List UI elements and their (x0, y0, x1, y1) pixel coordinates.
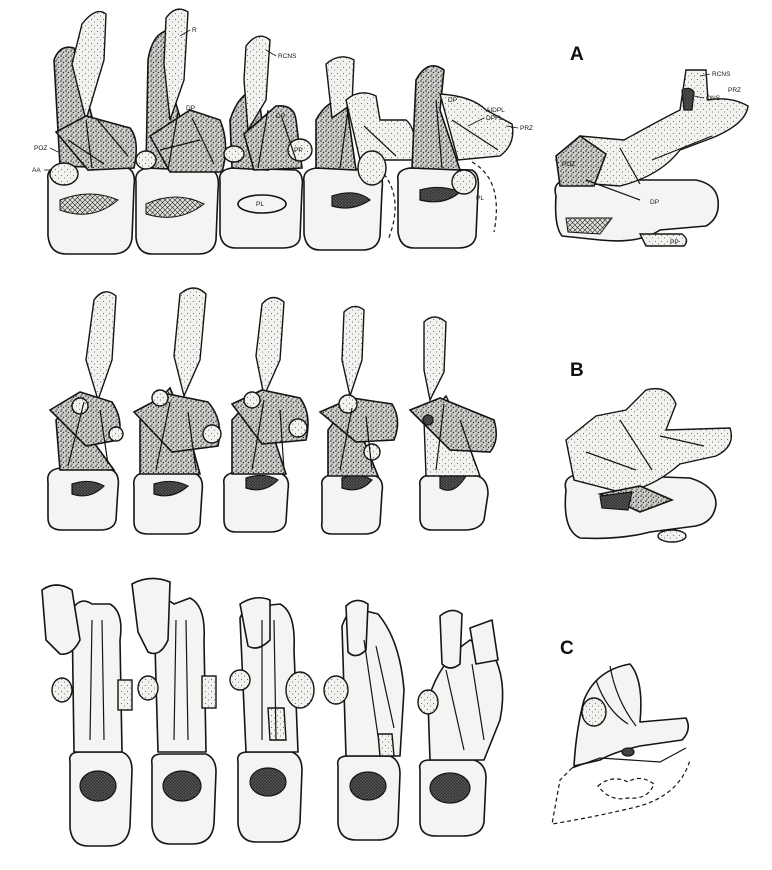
row-b-vertebra-4 (318, 305, 399, 535)
label-prz-1: PRZ (520, 125, 533, 132)
panel-a-labels: A RCNS ONS PRZ POZ DP PP (562, 44, 741, 246)
label-rcns: RCNS (278, 53, 297, 60)
label-poz-1: POZ (34, 145, 47, 152)
panel-b-labels: B (570, 360, 584, 381)
label-pl-1: PL (256, 201, 264, 208)
row-a-vertebra-5 (396, 64, 514, 249)
label-prz-a: PRZ (728, 87, 741, 94)
label-rcns-a: RCNS (712, 71, 731, 78)
row-b-vertebra-1 (46, 291, 124, 531)
row-c-frontal-series (41, 577, 504, 847)
row-a-vertebra-3 (218, 35, 313, 249)
row-a-vertebra-4 (302, 56, 416, 251)
panel-a-detail (554, 69, 749, 247)
panel-c-labels: C (560, 638, 574, 659)
label-dp-a: DP (650, 199, 659, 206)
label-aa: AA (32, 167, 41, 174)
label-dpfl: DPFL (486, 115, 503, 122)
label-pp-1: PP (294, 147, 303, 154)
label-aidpl: AIDPL (486, 107, 505, 114)
row-c-vertebra-3 (229, 596, 315, 843)
label-dp-3: DP (448, 97, 457, 104)
row-c-vertebra-2 (131, 577, 217, 845)
row-b-oblique-series (46, 287, 498, 535)
row-b-vertebra-3 (222, 296, 309, 533)
row-a-lateral-series: R RCNS DP DP DP POZ AA PP PL PL AIDPL DP… (32, 8, 533, 255)
row-c-vertebra-5 (417, 609, 504, 837)
row-c-vertebra-1 (41, 584, 133, 847)
label-pl-2: PL (476, 195, 484, 202)
panel-a-letter: A (570, 44, 584, 65)
panel-b-detail (564, 387, 733, 543)
row-a-vertebra-2 (134, 8, 227, 255)
row-b-vertebra-5 (408, 316, 498, 531)
row-c-vertebra-4 (323, 599, 405, 841)
panel-c-detail (551, 663, 691, 825)
label-dp-2: DP (276, 113, 285, 120)
panel-b-letter: B (570, 360, 584, 381)
label-r: R (192, 27, 197, 34)
label-pp-a: PP (670, 239, 679, 246)
label-ons: ONS (706, 95, 721, 102)
row-a-vertebra-1 (46, 10, 138, 255)
label-poz-a: POZ (562, 161, 575, 168)
row-a-labels: R RCNS DP DP DP POZ AA PP PL PL AIDPL DP… (32, 27, 533, 208)
label-dp-1: DP (186, 105, 195, 112)
row-b-vertebra-2 (132, 287, 222, 535)
panel-c-letter: C (560, 638, 574, 659)
